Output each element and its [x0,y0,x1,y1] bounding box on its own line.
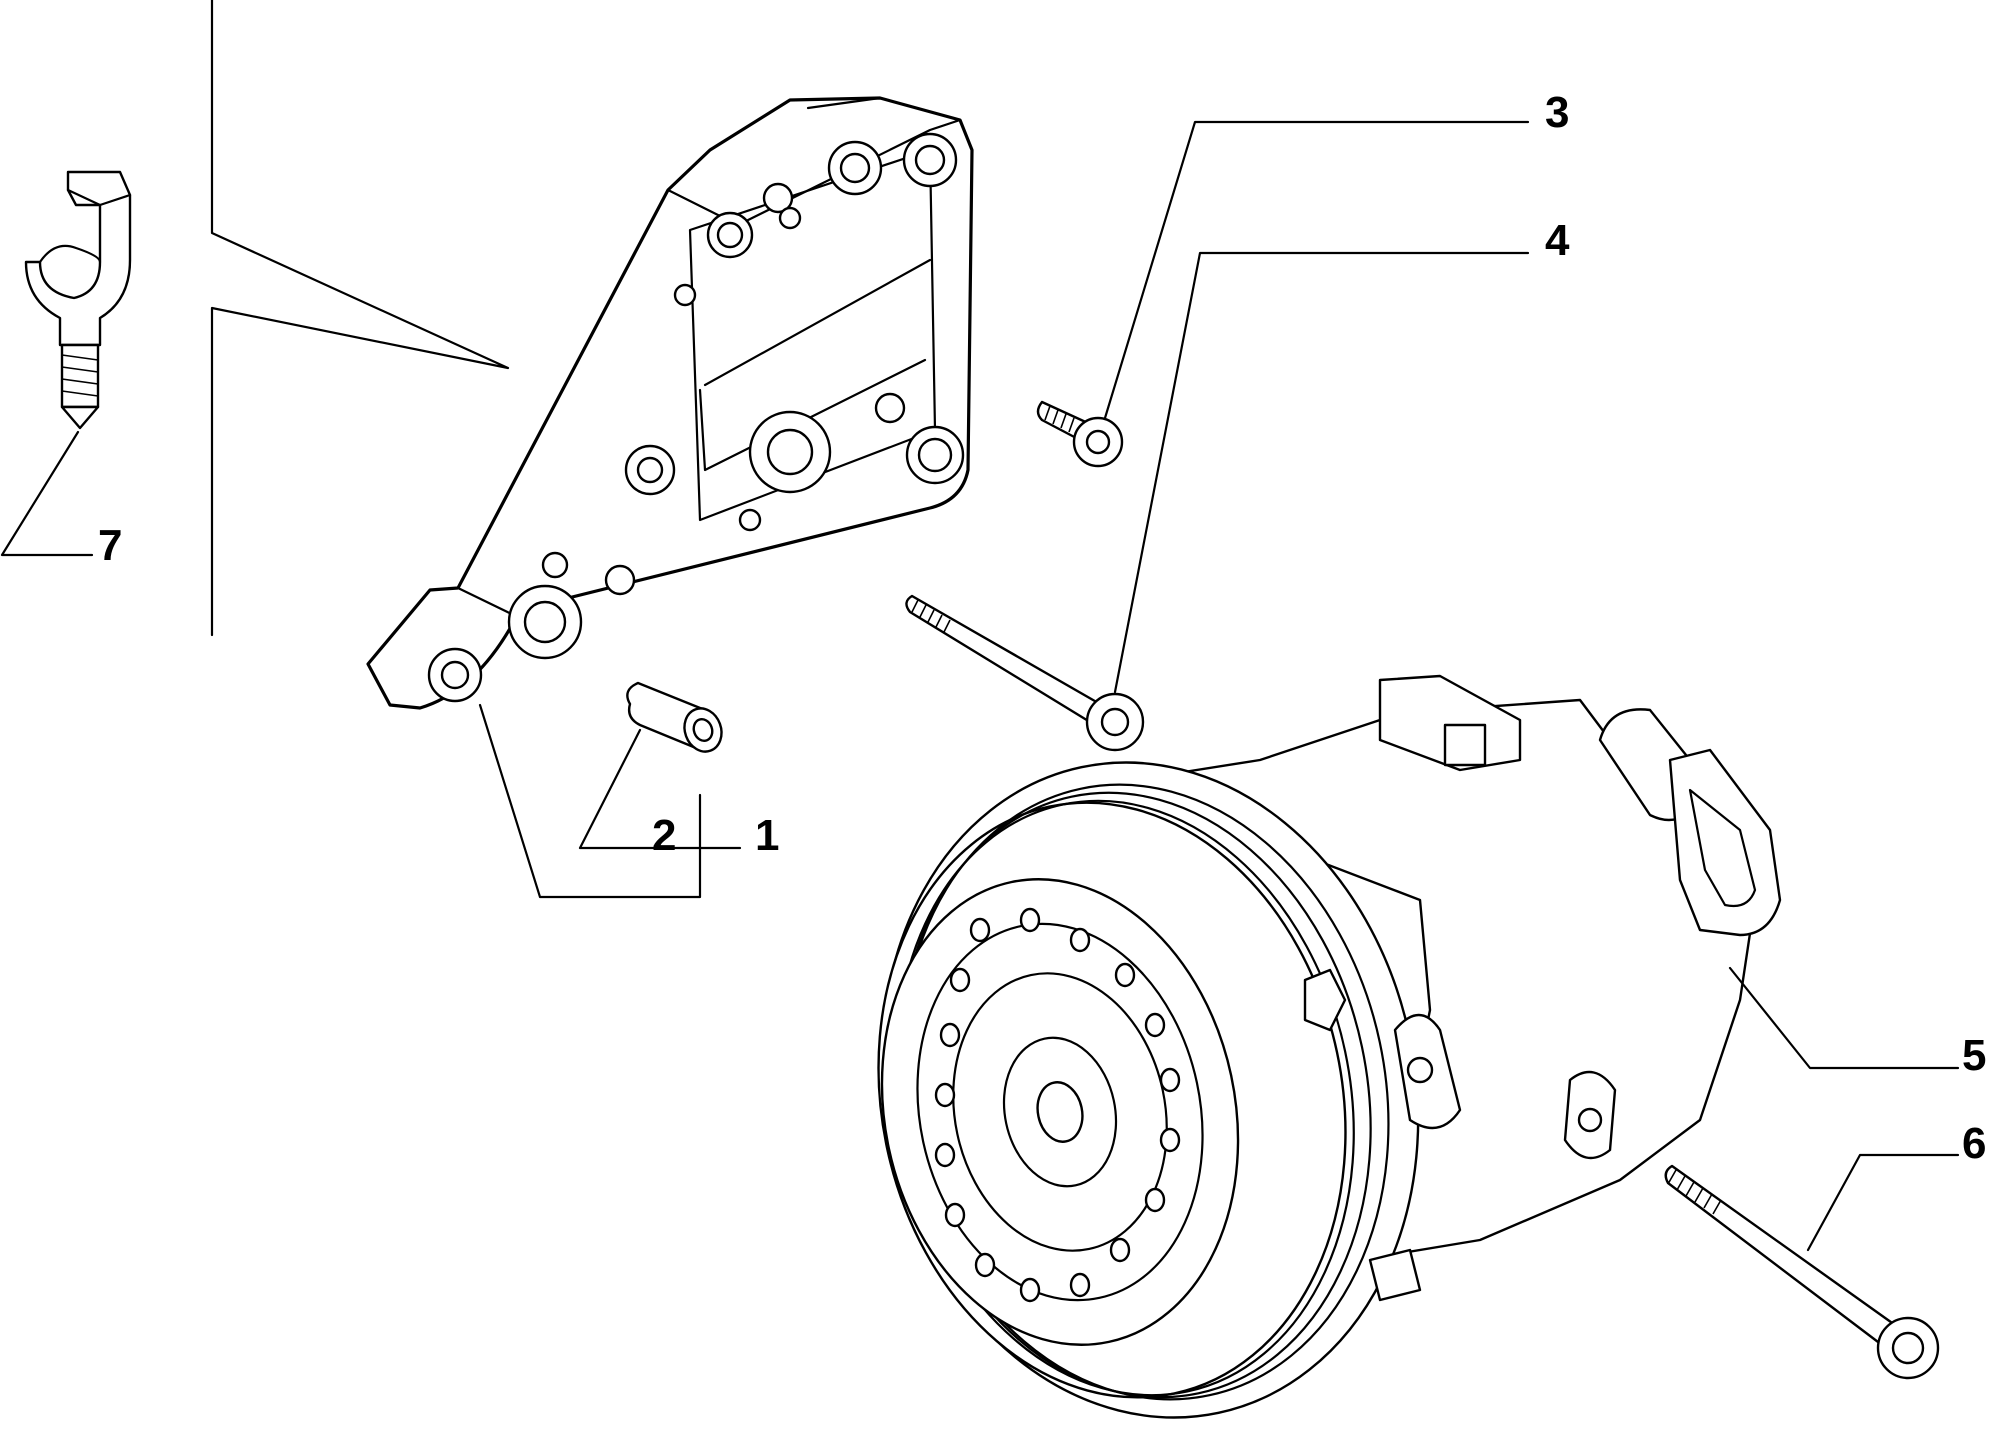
leader-3 [1103,120,1530,420]
leader-7 [0,430,94,557]
part-4-bolt[interactable] [905,594,1145,752]
part-7-clip[interactable] [24,170,132,430]
callout-4: 4 [1545,216,1570,265]
leader-5 [1728,966,1960,1070]
pulley-holes [934,907,1181,1303]
leader-4 [1113,251,1530,694]
callout-3: 3 [1545,88,1569,137]
callout-1: 1 [755,811,779,860]
callout-2: 2 [652,811,676,860]
leader-6 [1806,1153,1960,1252]
leader-2 [578,728,702,850]
part-2-bushing[interactable] [626,681,727,757]
leader-left-vertical [210,0,510,637]
part-6-bolt[interactable] [1664,1164,1940,1380]
callout-5: 5 [1962,1031,1986,1080]
callout-6: 6 [1962,1119,1986,1168]
part-1-bracket[interactable] [366,96,974,710]
part-3-bolt[interactable] [1036,400,1124,468]
leader-1 [478,703,742,899]
callout-7: 7 [98,521,122,570]
part-5-compressor[interactable] [822,674,1782,1443]
